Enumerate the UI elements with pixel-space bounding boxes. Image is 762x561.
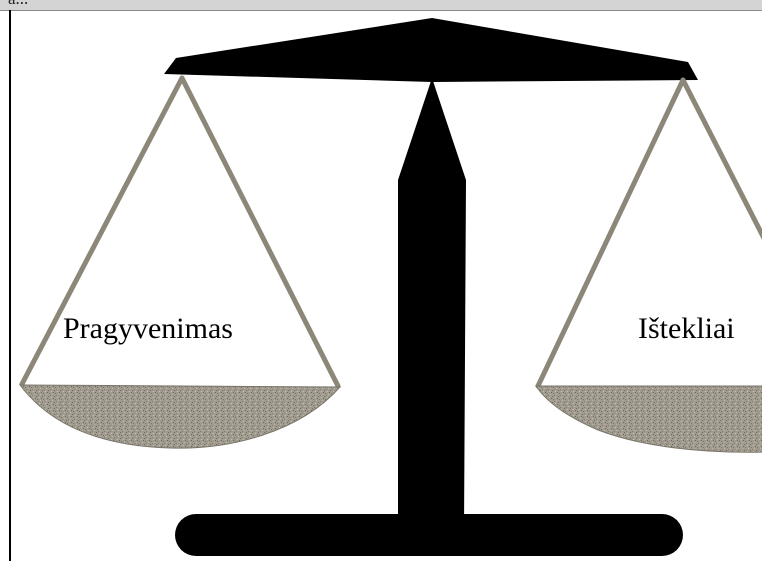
left-pan-label: Pragyvenimas xyxy=(63,314,233,344)
left-pan xyxy=(20,385,340,448)
right-pan xyxy=(536,386,762,452)
scale-pillar xyxy=(398,78,466,530)
right-pan-label: Ištekliai xyxy=(638,314,735,344)
scale-beam xyxy=(164,18,698,82)
